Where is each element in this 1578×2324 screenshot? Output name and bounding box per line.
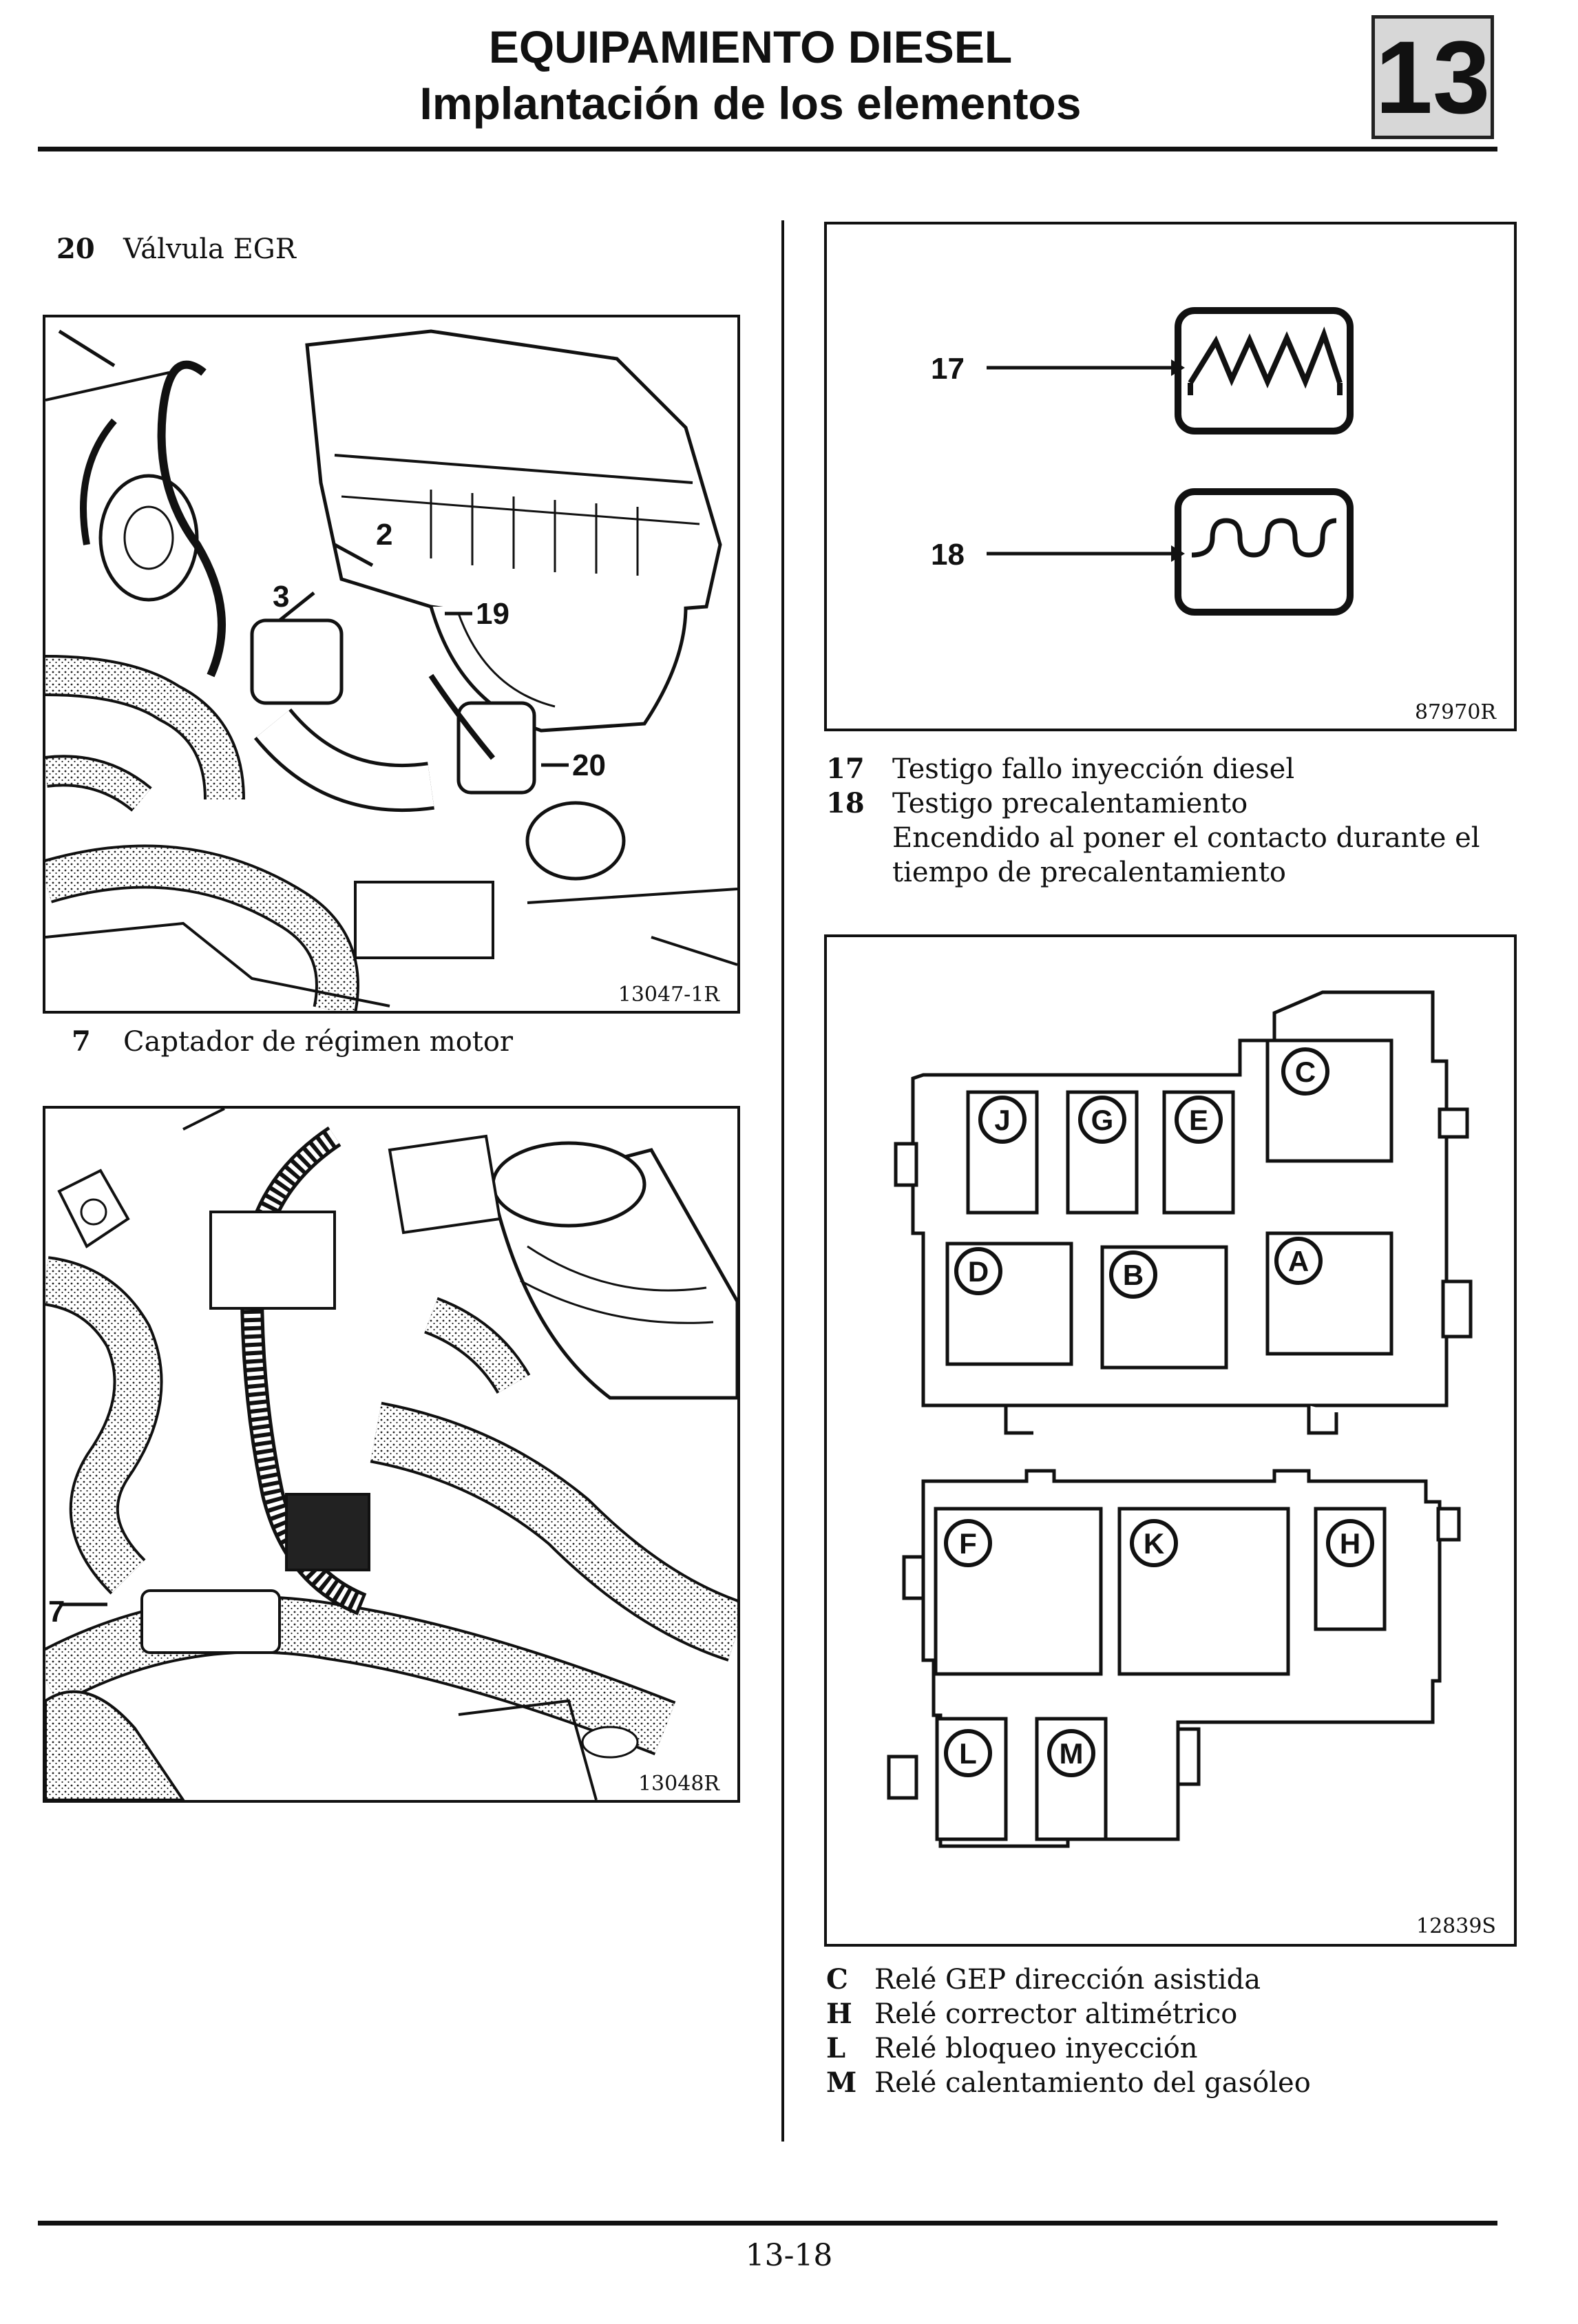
legend-key: H xyxy=(826,1998,852,2030)
legend-key: M xyxy=(826,2066,857,2099)
legend-text: Relé calentamiento del gasóleo xyxy=(874,2067,1311,2099)
column-divider xyxy=(781,220,784,2142)
legend-key: L xyxy=(826,2032,846,2064)
figure-reference: 13047-1R xyxy=(613,983,724,1007)
warning-lamps-illustration: 17 18 xyxy=(931,307,1354,616)
section-number: 20 xyxy=(56,233,95,265)
relay-label-k: K xyxy=(1144,1527,1164,1560)
legend-text: Relé corrector altimétrico xyxy=(874,1998,1238,2030)
callout-18: 18 xyxy=(931,538,965,572)
callout-19: 19 xyxy=(476,597,509,631)
section-caption-sensor: 7 Captador de régimen motor xyxy=(72,1025,513,1059)
engine-illustration-egr: 2 3 19 20 xyxy=(45,329,737,1011)
callout-20: 20 xyxy=(572,749,606,782)
section-number: 7 xyxy=(72,1025,91,1058)
section-label: Captador de régimen motor xyxy=(123,1026,514,1058)
legend-text: tiempo de precalentamiento xyxy=(892,857,1286,888)
relay-label-c: C xyxy=(1295,1056,1316,1088)
section-label: Válvula EGR xyxy=(123,233,296,265)
relay-box-illustration: J G E C D B A F K H L M xyxy=(887,990,1473,1848)
relay-label-h: H xyxy=(1340,1527,1360,1560)
header-rule xyxy=(38,147,1497,151)
legend-key: 17 xyxy=(826,753,865,785)
section-caption-egr: 20 Válvula EGR xyxy=(56,232,296,266)
page-number: 13-18 xyxy=(745,2238,833,2273)
relay-box-figure: J G E C D B A F K H L M 12839S xyxy=(824,934,1517,1947)
legend-text: Testigo precalentamiento xyxy=(892,788,1248,819)
document-title: EQUIPAMIENTO DIESEL xyxy=(488,21,1013,72)
legend-text: Relé bloqueo inyección xyxy=(874,2033,1198,2064)
callout-7: 7 xyxy=(48,1595,65,1629)
relay-label-d: D xyxy=(968,1255,989,1288)
legend-relays: C Relé GEP dirección asistida H Relé cor… xyxy=(826,1962,1501,2107)
relay-label-l: L xyxy=(959,1737,977,1770)
footer-rule xyxy=(38,2221,1497,2226)
callout-17: 17 xyxy=(931,352,965,386)
relay-label-b: B xyxy=(1123,1259,1144,1291)
callout-3: 3 xyxy=(273,580,289,614)
legend-key: C xyxy=(826,1963,848,1996)
warning-lamps-figure: 17 18 87970R xyxy=(824,222,1517,731)
legend-text: Relé GEP dirección asistida xyxy=(874,1964,1261,1996)
legend-warning-lamps: 17 Testigo fallo inyección diesel 18 Tes… xyxy=(826,752,1501,897)
document-subtitle: Implantación de los elementos xyxy=(419,78,1082,129)
figure-reference: 13048R xyxy=(633,1772,724,1796)
figure-reference: 87970R xyxy=(1414,700,1496,724)
legend-text: Testigo fallo inyección diesel xyxy=(892,753,1295,785)
callout-2: 2 xyxy=(376,518,392,552)
legend-key: 18 xyxy=(826,787,865,819)
engine-illustration-sensor: 7 xyxy=(45,1109,737,1800)
figure-reference: 12839S xyxy=(1416,1914,1496,1938)
engine-figure-egr: 2 3 19 20 13047-1R xyxy=(43,315,740,1014)
engine-figure-sensor: 7 13048R xyxy=(43,1106,740,1803)
chapter-number-badge: 13 xyxy=(1371,15,1494,139)
legend-text: Encendido al poner el contacto durante e… xyxy=(892,822,1480,854)
relay-label-a: A xyxy=(1288,1245,1309,1277)
relay-label-j: J xyxy=(994,1104,1010,1136)
relay-label-e: E xyxy=(1189,1104,1208,1136)
relay-label-f: F xyxy=(959,1527,977,1560)
relay-label-g: G xyxy=(1091,1104,1114,1136)
relay-label-m: M xyxy=(1060,1737,1084,1770)
